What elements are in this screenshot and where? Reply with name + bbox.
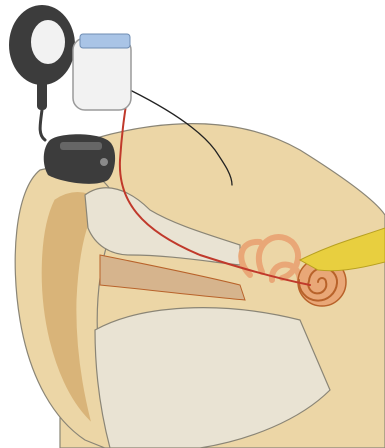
speech-processor (73, 34, 131, 110)
processor-case (73, 38, 131, 110)
headpiece-cable (40, 110, 45, 140)
battery-unit-band (60, 142, 102, 150)
headpiece-ring (31, 20, 65, 64)
processor-top-strip (80, 34, 130, 48)
headpiece-neck (37, 80, 47, 110)
battery-unit-light (100, 158, 108, 166)
microphone-battery-unit (44, 134, 115, 184)
microphone-headpiece (9, 5, 75, 110)
